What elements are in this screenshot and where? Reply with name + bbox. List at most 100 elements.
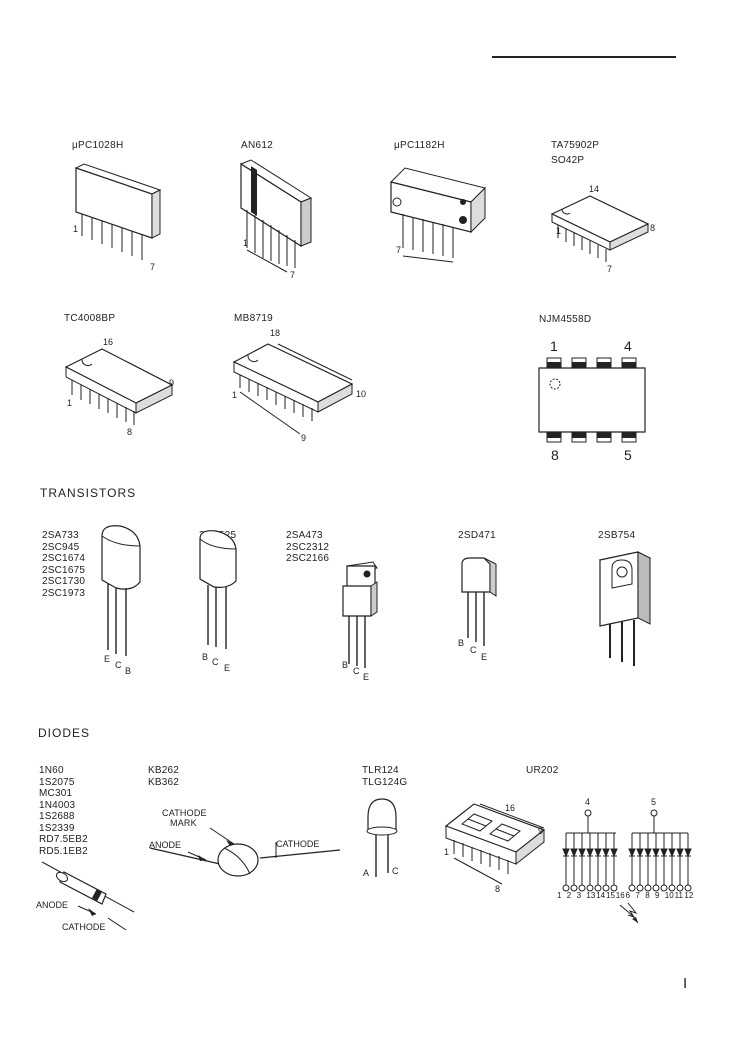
part-number: 2SC1730: [42, 576, 86, 587]
part-number: 1N60: [39, 765, 64, 776]
pin-label: 1: [550, 338, 558, 354]
ic-label-njm4558d: NJM4558D: [539, 314, 592, 325]
ic-label-an612: AN612: [241, 140, 274, 151]
pin-label: 1: [444, 847, 450, 857]
part-number: 2SA733: [42, 530, 79, 541]
transistor-to126-drawing: [337, 560, 387, 670]
pin-label: 1: [557, 891, 562, 900]
pin-label: 16: [615, 891, 625, 900]
pin-label: 8: [551, 447, 559, 463]
diode-symbol: [587, 849, 593, 856]
part-number: 1S2688: [39, 811, 75, 822]
pin-terminal: [611, 885, 617, 891]
pin-label: 16: [103, 337, 114, 347]
pin-terminal: [637, 885, 643, 891]
pin-label: 8: [650, 223, 656, 233]
pin-label: E: [104, 654, 111, 664]
pin-label: A: [363, 868, 370, 878]
pin-label: 8: [645, 891, 650, 900]
part-number: 1S2075: [39, 776, 75, 788]
pin-label: C: [392, 866, 399, 876]
diode-symbol: [595, 849, 601, 856]
pin-label: 14: [589, 184, 600, 194]
transistor-to92-drawing: [196, 527, 246, 652]
pin-terminal: [661, 885, 667, 891]
diode-symbol: [603, 849, 609, 856]
pin-label: 18: [270, 328, 281, 338]
part-number: MC301: [39, 788, 73, 799]
pin-label: 10: [356, 389, 367, 399]
pin-label: 16: [505, 803, 516, 813]
cathode-label: CATHODE: [276, 839, 320, 849]
pin-label: 7: [635, 891, 640, 900]
ic-label-upc1182h: μPC1182H: [394, 140, 445, 151]
pin-label: B: [125, 666, 132, 676]
pin-terminal: [677, 885, 683, 891]
seven-segment-display-drawing: [440, 800, 550, 895]
pin-label: 5: [624, 447, 632, 463]
page-number: I: [683, 975, 688, 992]
pin-label: 10: [664, 891, 674, 900]
pin-label: 5: [651, 797, 657, 807]
pin-label: 7: [150, 262, 156, 272]
ic-label-line: SO42P: [551, 154, 585, 166]
pin-label: B: [342, 660, 349, 670]
section-title-diodes: DIODES: [38, 726, 91, 740]
label-line: CATHODE: [162, 808, 207, 818]
part-number: 2SA473: [286, 530, 323, 541]
anode-label: ANODE: [149, 840, 182, 850]
ic-label-line: TA75902P: [551, 140, 600, 151]
pin-label: B: [458, 638, 465, 648]
pin-label: 9: [538, 826, 544, 836]
pin-label: E: [481, 652, 488, 662]
anode-label: ANODE: [36, 900, 69, 910]
transistor-to92-drawing: [98, 522, 148, 657]
diode-symbol: [629, 849, 635, 856]
diode-symbol: [563, 849, 569, 856]
pin-terminal: [571, 885, 577, 891]
diode-group-1: 1N60 1S2075 MC301 1N4003 1S2688 1S2339 R…: [39, 765, 88, 857]
diode-symbol: [685, 849, 691, 856]
pin-terminal: [587, 885, 593, 891]
pin-label: 1: [232, 390, 238, 400]
pin-label: C: [115, 660, 122, 670]
pin-label: C: [353, 666, 360, 676]
ic-label-ta75902p: TA75902P SO42P: [551, 140, 599, 166]
pin-terminal: [629, 885, 635, 891]
pin-label: 8: [495, 884, 501, 894]
pin-terminal: [603, 885, 609, 891]
pin-label: 6: [625, 891, 631, 900]
ic-label-tc4008bp: TC4008BP: [64, 313, 116, 324]
pin-label: E: [224, 663, 231, 673]
pin-label: 1: [73, 224, 79, 234]
diode-symbol: [677, 849, 683, 856]
part-number: 2SC2312: [286, 541, 330, 553]
part-number: TLR124: [362, 765, 399, 776]
cathode-mark-label: CATHODE MARK: [162, 808, 207, 828]
part-number: 2SC2166: [286, 553, 330, 564]
diode-glass-drawing: [150, 820, 340, 890]
pin-label: 4: [624, 338, 632, 354]
pin-label: 4: [585, 797, 591, 807]
pin-label: 7: [290, 270, 296, 280]
pin-label: 9: [169, 378, 175, 388]
ic-an612-drawing: [235, 158, 325, 283]
diode-symbol: [611, 849, 617, 856]
pin-terminal: [685, 885, 691, 891]
pin-terminal: [563, 885, 569, 891]
pin-label: 9: [301, 433, 307, 443]
diode-symbol: [669, 849, 675, 856]
ic-upc1182h-drawing: [385, 162, 485, 262]
diode-symbol: [579, 849, 585, 856]
pin-label: 7: [396, 245, 402, 255]
transistor-drawing: [456, 556, 506, 656]
pin-label: C: [212, 657, 219, 667]
pin-terminal: [595, 885, 601, 891]
pin-terminal: [653, 885, 659, 891]
pin-label: 15: [606, 891, 615, 900]
pin-label: 1: [243, 238, 249, 248]
diode-group-2: KB262 KB362: [148, 765, 179, 788]
part-number: 1S2339: [39, 822, 75, 834]
part-number: 1N4003: [39, 799, 76, 811]
label-line: MARK: [170, 818, 197, 828]
